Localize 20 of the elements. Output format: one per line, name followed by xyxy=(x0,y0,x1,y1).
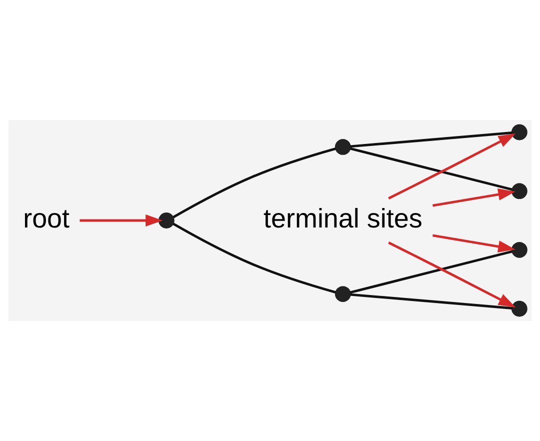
arrow xyxy=(388,242,516,308)
arrow xyxy=(432,234,516,252)
connector xyxy=(350,293,512,310)
arrow xyxy=(432,188,516,207)
node-circle xyxy=(334,139,351,155)
node-text: root xyxy=(23,203,70,234)
connector xyxy=(350,132,512,148)
connector xyxy=(172,222,336,294)
node-circle xyxy=(511,183,528,200)
node-circle xyxy=(511,300,528,317)
node-circle xyxy=(511,242,528,258)
arrow xyxy=(80,214,163,227)
node-text: terminal sites xyxy=(264,203,422,234)
connector xyxy=(172,147,336,218)
node-circle xyxy=(158,212,174,228)
node-circle xyxy=(334,286,351,302)
connector xyxy=(350,147,512,191)
connector xyxy=(350,250,512,294)
arrow xyxy=(388,134,516,200)
node-circle xyxy=(511,124,528,140)
